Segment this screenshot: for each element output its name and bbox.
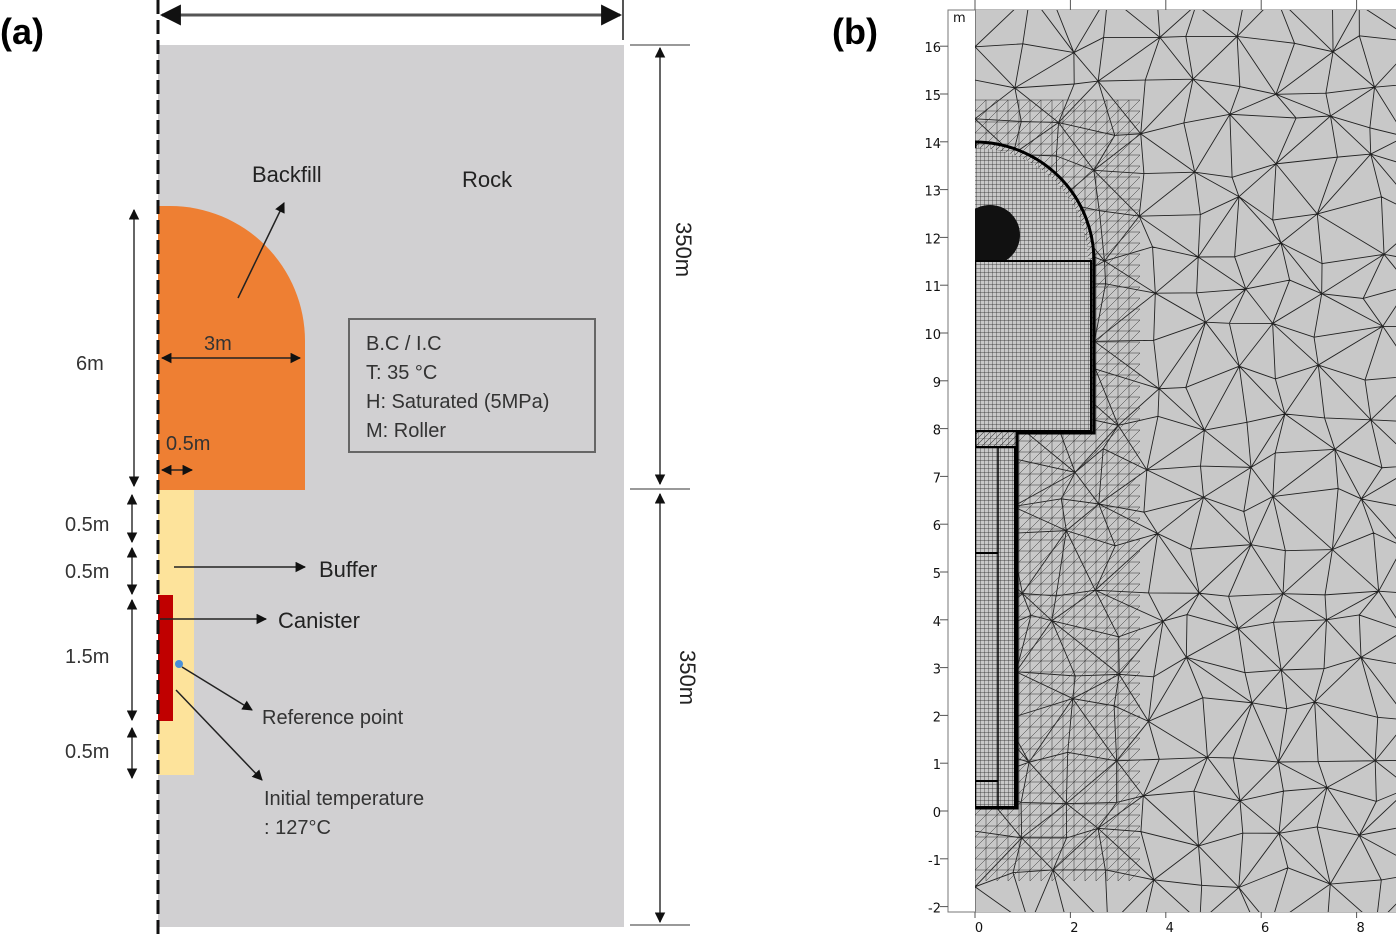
y-tick-label: 3 — [933, 663, 941, 678]
tunnel-radius-label: 3m — [204, 333, 232, 355]
initial-temp-value: : 127°C — [264, 817, 331, 839]
y-tick-label: -1 — [928, 854, 941, 869]
reference-point-label: Reference point — [262, 707, 404, 729]
rock-label: Rock — [462, 167, 513, 192]
dim-05-c: 0.5m — [65, 741, 109, 763]
y-tick-label: 9 — [933, 376, 941, 391]
initial-temp-label: Initial temperature — [264, 788, 424, 810]
height-bottom-label: 350m — [675, 650, 700, 705]
bc-mechanical: M: Roller — [366, 420, 446, 442]
unit-label: m — [953, 11, 966, 26]
tunnel-height-label: 6m — [76, 353, 104, 375]
y-tick-label: 11 — [924, 280, 941, 295]
x-tick-label: 8 — [1356, 921, 1364, 935]
panel-a: (a) 350m 350m Backfill Rock 6m 3m 0.5m 0… — [0, 0, 700, 935]
y-tick-label: 16 — [924, 41, 941, 56]
y-tick-label: 0 — [933, 806, 941, 821]
buffer-width-label: 0.5m — [166, 433, 210, 455]
y-tick-label: 1 — [933, 758, 941, 773]
bc-title: B.C / I.C — [366, 333, 442, 355]
height-top-label: 350m — [671, 222, 696, 277]
refined-mesh — [975, 140, 1096, 810]
y-tick-label: 15 — [924, 89, 941, 104]
x-tick-label: 6 — [1261, 921, 1269, 935]
y-tick-label: -2 — [928, 902, 941, 917]
bc-thermal: T: 35 °C — [366, 362, 437, 384]
buffer-label: Buffer — [319, 557, 377, 582]
y-tick-label: 14 — [924, 137, 941, 152]
y-tick-label: 5 — [933, 567, 941, 582]
bc-box: B.C / I.C T: 35 °C H: Saturated (5MPa) M… — [348, 318, 596, 453]
y-tick-label: 12 — [924, 232, 941, 247]
y-tick-label: 8 — [933, 424, 941, 439]
x-tick-label: 2 — [1070, 921, 1078, 935]
backfill-label: Backfill — [252, 162, 322, 187]
y-tick-label: 13 — [924, 185, 941, 200]
y-tick-label: 7 — [933, 471, 941, 486]
y-tick-label: 10 — [924, 328, 941, 343]
y-tick-label: 2 — [933, 710, 941, 725]
dim-05-b: 0.5m — [65, 561, 109, 583]
y-tick-label: 6 — [933, 519, 941, 534]
y-tick-label: 4 — [933, 615, 941, 630]
canister-region — [158, 595, 173, 721]
x-tick-label: 0 — [975, 921, 983, 935]
backfill-region — [158, 206, 305, 490]
reference-point-marker — [175, 660, 183, 668]
x-axis: 0 2 4 6 8 — [974, 0, 1365, 935]
x-tick-label: 4 — [1166, 921, 1174, 935]
canister-label: Canister — [278, 608, 360, 633]
bc-hydraulic: H: Saturated (5MPa) — [366, 391, 549, 413]
dim-05-a: 0.5m — [65, 514, 109, 536]
panel-b-label: (b) — [832, 11, 878, 52]
panel-a-label: (a) — [0, 11, 44, 52]
canister-height-label: 1.5m — [65, 646, 109, 668]
